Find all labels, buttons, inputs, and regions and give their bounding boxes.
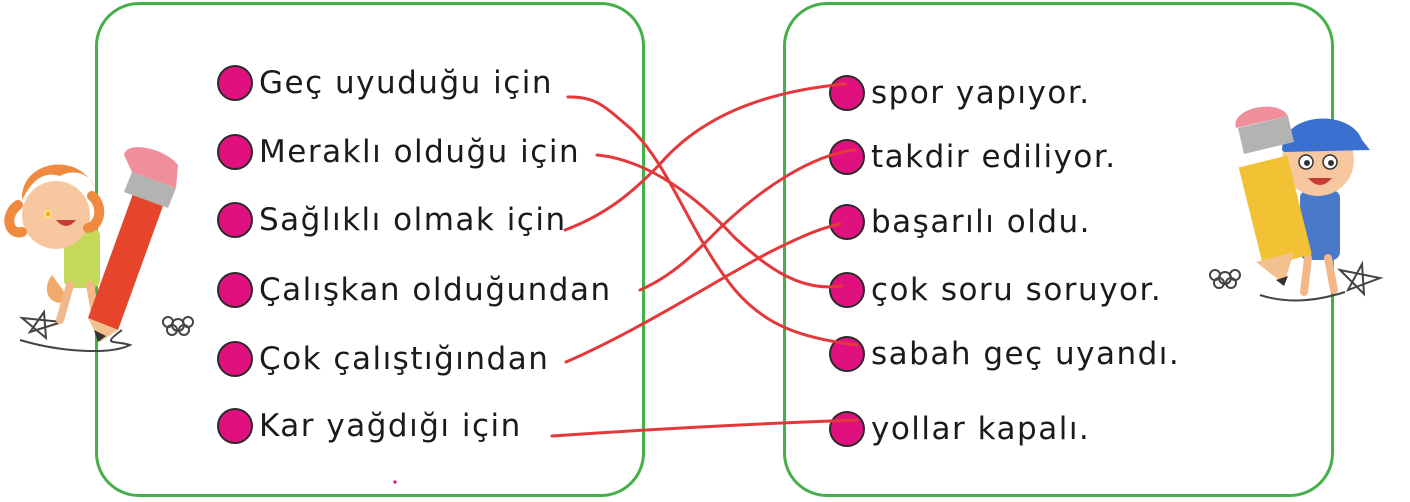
right-item-label: çok soru soruyor. xyxy=(871,272,1163,308)
match-dot[interactable] xyxy=(217,202,253,238)
right-item-label: takdir ediliyor. xyxy=(871,139,1117,175)
right-item-4[interactable]: çok soru soruyor. xyxy=(829,268,1162,312)
left-item-label: Çalışkan olduğundan xyxy=(259,272,612,308)
right-item-label: sabah geç uyandı. xyxy=(871,336,1181,372)
left-item-6[interactable]: Kar yağdığı için xyxy=(217,404,522,448)
left-item-label: Çok çalıştığından xyxy=(259,341,550,377)
right-item-6[interactable]: yollar kapalı. xyxy=(829,407,1090,451)
left-clauses-panel xyxy=(95,2,645,497)
match-dot[interactable] xyxy=(217,272,253,308)
right-item-label: spor yapıyor. xyxy=(871,75,1091,111)
right-item-2[interactable]: takdir ediliyor. xyxy=(829,135,1117,179)
right-item-label: yollar kapalı. xyxy=(871,411,1091,447)
match-dot[interactable] xyxy=(217,134,253,170)
right-item-1[interactable]: spor yapıyor. xyxy=(829,71,1091,115)
match-dot[interactable] xyxy=(829,336,865,372)
left-item-label: Kar yağdığı için xyxy=(259,408,522,444)
right-item-label: başarılı oldu. xyxy=(871,204,1092,240)
match-dot[interactable] xyxy=(217,65,253,101)
left-item-1[interactable]: Geç uyuduğu için xyxy=(217,61,553,105)
match-dot[interactable] xyxy=(829,272,865,308)
left-item-label: Geç uyuduğu için xyxy=(259,65,554,101)
right-item-5[interactable]: sabah geç uyandı. xyxy=(829,332,1180,376)
match-dot[interactable] xyxy=(829,139,865,175)
match-dot[interactable] xyxy=(829,204,865,240)
left-item-5[interactable]: Çok çalıştığından xyxy=(217,337,549,381)
left-item-label: Meraklı olduğu için xyxy=(259,134,581,170)
left-item-3[interactable]: Sağlıklı olmak için xyxy=(217,198,567,242)
match-dot[interactable] xyxy=(217,341,253,377)
left-item-2[interactable]: Meraklı olduğu için xyxy=(217,130,580,174)
match-dot[interactable] xyxy=(217,408,253,444)
left-item-label: Sağlıklı olmak için xyxy=(259,202,567,238)
right-item-3[interactable]: başarılı oldu. xyxy=(829,200,1091,244)
match-dot[interactable] xyxy=(829,411,865,447)
match-dot[interactable] xyxy=(829,75,865,111)
left-item-4[interactable]: Çalışkan olduğundan xyxy=(217,268,612,312)
